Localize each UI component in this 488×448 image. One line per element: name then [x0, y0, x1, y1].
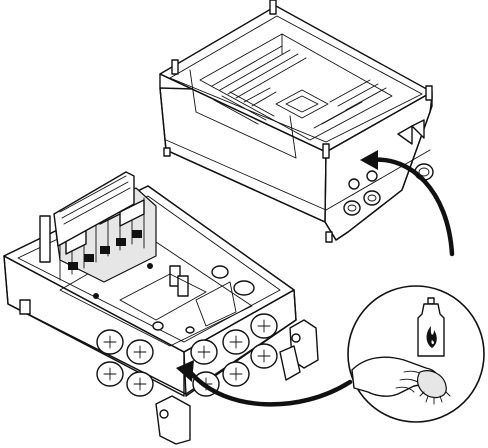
cleaning-arrow [176, 360, 353, 407]
enclosure-floor-grille [189, 33, 393, 159]
flammable-icon [426, 326, 437, 348]
corner-stud [171, 0, 433, 159]
enclosure-foot [325, 231, 333, 243]
hand-with-cloth [351, 356, 451, 405]
backplane-board [53, 171, 135, 247]
solvent-bottle [417, 297, 445, 357]
enclosure-foot [163, 147, 171, 157]
cleaning-callout [347, 285, 485, 423]
side-bracket [39, 215, 51, 263]
empty-enclosure [159, 0, 434, 243]
cleaning-arrow [360, 150, 455, 257]
mounting-feet [19, 299, 319, 445]
internal-components [93, 263, 255, 334]
